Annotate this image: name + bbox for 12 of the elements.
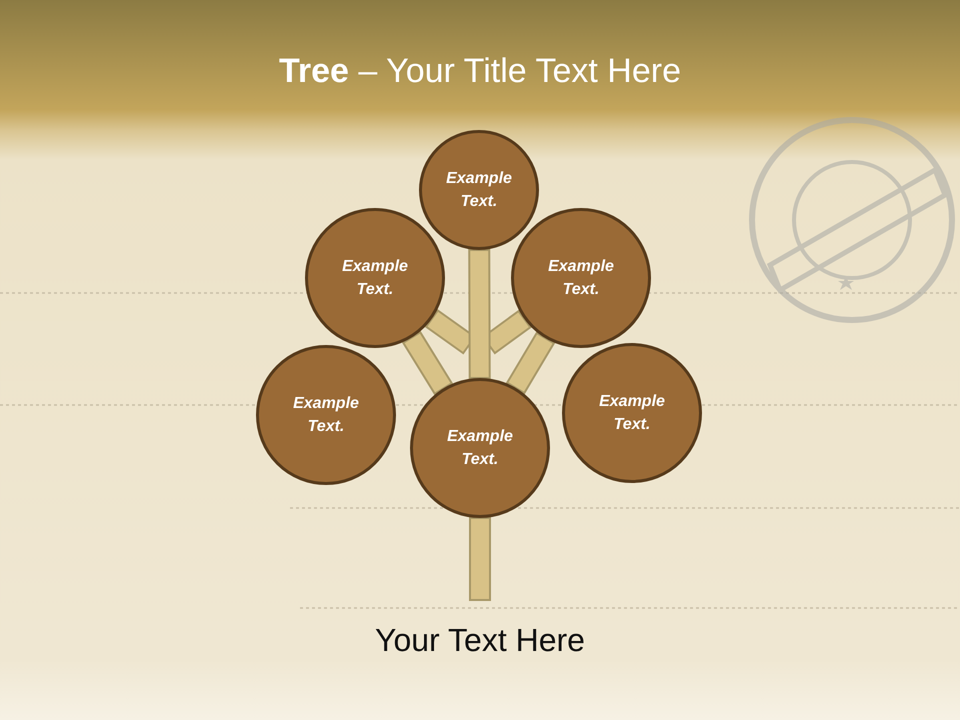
- circle-node: Example Text.: [305, 208, 445, 348]
- circle-node: Example Text.: [256, 345, 396, 485]
- tree-branch: [468, 248, 491, 380]
- circle-node: Example Text.: [511, 208, 651, 348]
- tree-branch: [506, 332, 556, 394]
- title: Tree – Your Title Text Here: [278, 52, 682, 91]
- tree-trunk: [469, 517, 491, 601]
- circle-node: Example Text.: [562, 343, 702, 483]
- circle-node: Example Text.: [410, 378, 550, 518]
- tree-branch: [402, 330, 454, 396]
- caption-text: Your Text Here: [375, 622, 585, 659]
- circle-node: Example Text.: [419, 130, 539, 250]
